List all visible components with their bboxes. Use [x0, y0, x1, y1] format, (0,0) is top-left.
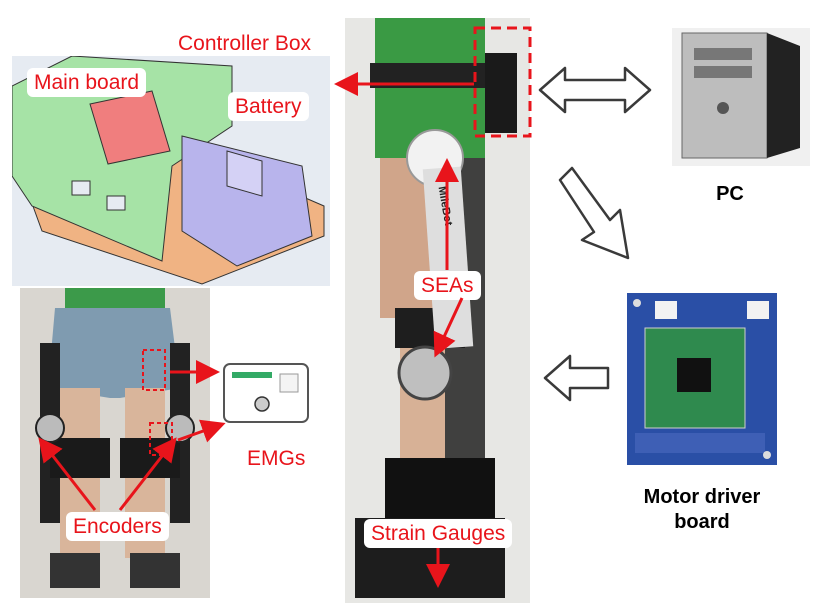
- motor-driver-board-icon: [627, 293, 777, 465]
- pc-icon: [672, 28, 810, 166]
- battery-label: Battery: [228, 92, 309, 121]
- encoders-label: Encoders: [66, 512, 169, 541]
- seas-label: SEAs: [414, 271, 481, 300]
- motor-driver-label: Motor driver board: [605, 485, 799, 535]
- double-arrow-controller-pc: [538, 66, 652, 114]
- pc-label: PC: [716, 183, 744, 205]
- controller-box-highlight: [473, 26, 532, 138]
- arrow-seas-down: [433, 297, 464, 358]
- controller-box-label: Controller Box: [178, 32, 312, 55]
- arrow-driver-to-exo: [543, 354, 610, 402]
- arrow-pc-to-driver: [558, 166, 630, 260]
- arrow-encoder-left: [38, 437, 97, 511]
- arrow-encoder-right: [118, 437, 177, 511]
- emgs-label: EMGs: [247, 447, 306, 470]
- side-view-photo: [345, 18, 530, 603]
- emg-sensor-icon: [222, 362, 310, 424]
- motor-driver-label-line1: Motor driver: [643, 486, 761, 508]
- arrow-emg-shank: [177, 419, 226, 443]
- motor-driver-label-line2: board: [674, 511, 730, 533]
- main-board-label: Main board: [27, 68, 147, 97]
- strain-gauges-label: Strain Gauges: [364, 519, 513, 548]
